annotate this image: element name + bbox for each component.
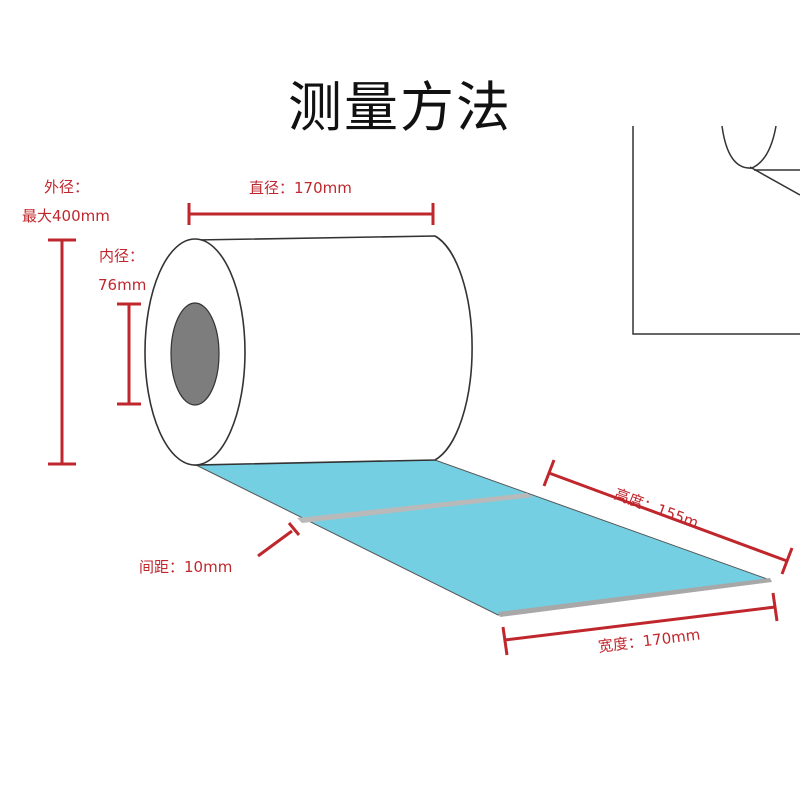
outer-diameter-value: 最大400mm — [22, 207, 110, 225]
roll-width-label: 直径：170mm — [249, 179, 352, 197]
strip-edge — [498, 578, 772, 617]
page-title: 测量方法 — [288, 76, 512, 139]
secondary-sketch — [632, 125, 800, 335]
roll-core — [170, 302, 220, 406]
inner-diameter-name: 内径： — [99, 247, 145, 265]
inner-diameter-value: 76mm — [98, 276, 147, 294]
gap-label: 间距：10mm — [139, 558, 233, 576]
gap-pointer-line — [257, 529, 293, 558]
paper-roll — [144, 235, 473, 466]
label-gap-line — [297, 493, 533, 523]
dimension-lines — [48, 203, 794, 656]
length-line — [548, 471, 788, 563]
outer-diameter-name: 外径： — [44, 178, 90, 196]
strip-width-line — [504, 605, 776, 642]
